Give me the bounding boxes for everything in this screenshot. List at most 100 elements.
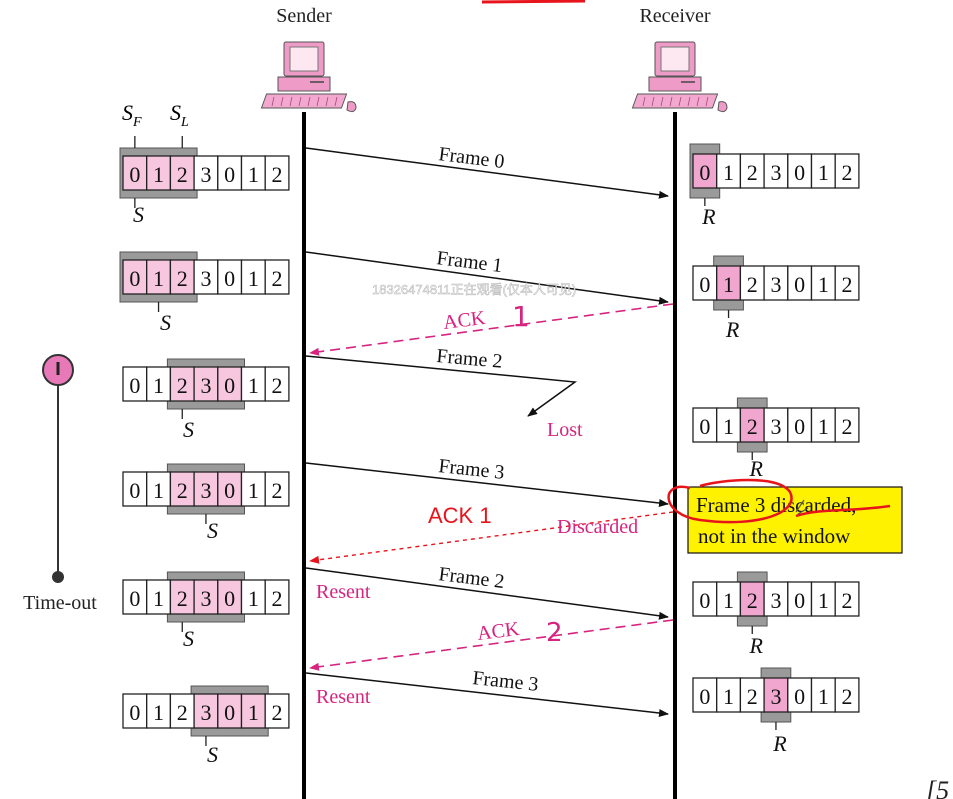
sequence-number: 1 [248,700,259,725]
lost-annotation: Lost [547,419,583,441]
sequence-number: 2 [747,272,758,297]
red-circle-scribble [667,478,793,524]
ack-1-arrow [309,303,674,356]
sequence-number: 0 [129,266,140,291]
sequence-number: 2 [177,700,188,725]
sequence-number: 3 [770,272,781,297]
sequence-number: 1 [723,160,734,185]
sequence-number: 2 [747,414,758,439]
sequence-number: 2 [177,162,188,187]
sequence-number: 1 [723,414,734,439]
sequence-number: 2 [272,700,283,725]
frame-3-arrow [305,462,669,507]
sequence-number: 0 [224,162,235,187]
sequence-number: 2 [747,160,758,185]
sequence-number: 3 [770,160,781,185]
ack-1-repeat-arrow [309,511,674,564]
sequence-number: 0 [224,700,235,725]
frame-1-label: Frame 1 [435,247,503,277]
s-pointer-label: S [133,202,144,227]
red-scribble-top [481,0,586,4]
sequence-number: 1 [153,586,164,611]
sequence-number: 0 [699,414,710,439]
sequence-number: 3 [200,700,211,725]
ack-1-red-label: ACK 1 [428,503,492,528]
sequence-number: 1 [153,478,164,503]
s-pointer-label: S [160,310,171,335]
sequence-number: 0 [699,588,710,613]
ack-2-handwritten: 2 [546,618,563,648]
sequence-number: 1 [248,162,259,187]
sf-label: SF [122,100,142,130]
frame-3-resent-label: Frame 3 [471,667,539,696]
s-pointer-label: S [183,626,194,651]
sequence-number: 2 [272,586,283,611]
sequence-number: 2 [177,586,188,611]
sequence-number: 2 [747,588,758,613]
s-pointer-label: S [207,742,218,767]
sender-label: Sender [276,5,332,27]
sequence-number: 2 [842,272,853,297]
callout-line-2: not in the window [698,524,851,548]
sequence-number: 1 [248,266,259,291]
ack-1-label: ACK [442,307,487,334]
sequence-number: 1 [153,700,164,725]
sequence-number: 1 [723,684,734,709]
callout-box [687,486,903,554]
sequence-number: 3 [770,684,781,709]
sl-label: SL [170,100,189,130]
frame-2-resent-label: Frame 2 [437,563,505,593]
frame-0-label: Frame 0 [437,143,505,173]
sequence-number: 2 [842,160,853,185]
sequence-number: 2 [842,684,853,709]
sequence-number: 3 [200,586,211,611]
watermark-text: 18326474811正在观看(仅本人可见) [372,282,576,297]
sequence-number: 3 [200,478,211,503]
sequence-number: 2 [177,373,188,398]
sequence-number: 1 [153,266,164,291]
timeout-label: Time-out [23,592,97,614]
frame-3-resent-arrow [305,672,669,717]
callout-line-1: Frame 3 discarded, [696,493,856,517]
sequence-number: 1 [723,272,734,297]
receiver-computer-icon [631,41,728,113]
sequence-number: 2 [842,588,853,613]
r-pointer-label: R [725,317,740,342]
sequence-number: 0 [794,272,805,297]
r-pointer-label: R [701,204,716,229]
sender-computer-icon [260,41,357,113]
sequence-number: 3 [200,162,211,187]
sequence-number: 3 [200,373,211,398]
sequence-number: 1 [818,414,829,439]
sequence-number: 1 [153,373,164,398]
r-pointer-label: R [772,731,787,756]
sequence-number: 1 [248,373,259,398]
sequence-number: 1 [818,160,829,185]
ack-1-handwritten: 1 [512,300,530,333]
sequence-number: 1 [818,588,829,613]
window-pointer-labels: SF SL [122,100,189,130]
sequence-number: 0 [129,373,140,398]
corner-text: [5 [926,776,949,799]
discarded-annotation: Discarded [557,516,638,538]
frame-0-arrow [305,147,669,199]
frame-1-arrow [305,251,669,305]
r-pointer-label: R [749,456,764,481]
red-underline-scribble [795,504,891,518]
sequence-number: 0 [224,266,235,291]
sequence-number: 2 [272,162,283,187]
s-pointer-label: S [207,518,218,543]
receiver-label: Receiver [639,5,710,27]
frame-2-lost-arrow [305,355,578,417]
retransmission-timer: Time-out [23,354,97,614]
